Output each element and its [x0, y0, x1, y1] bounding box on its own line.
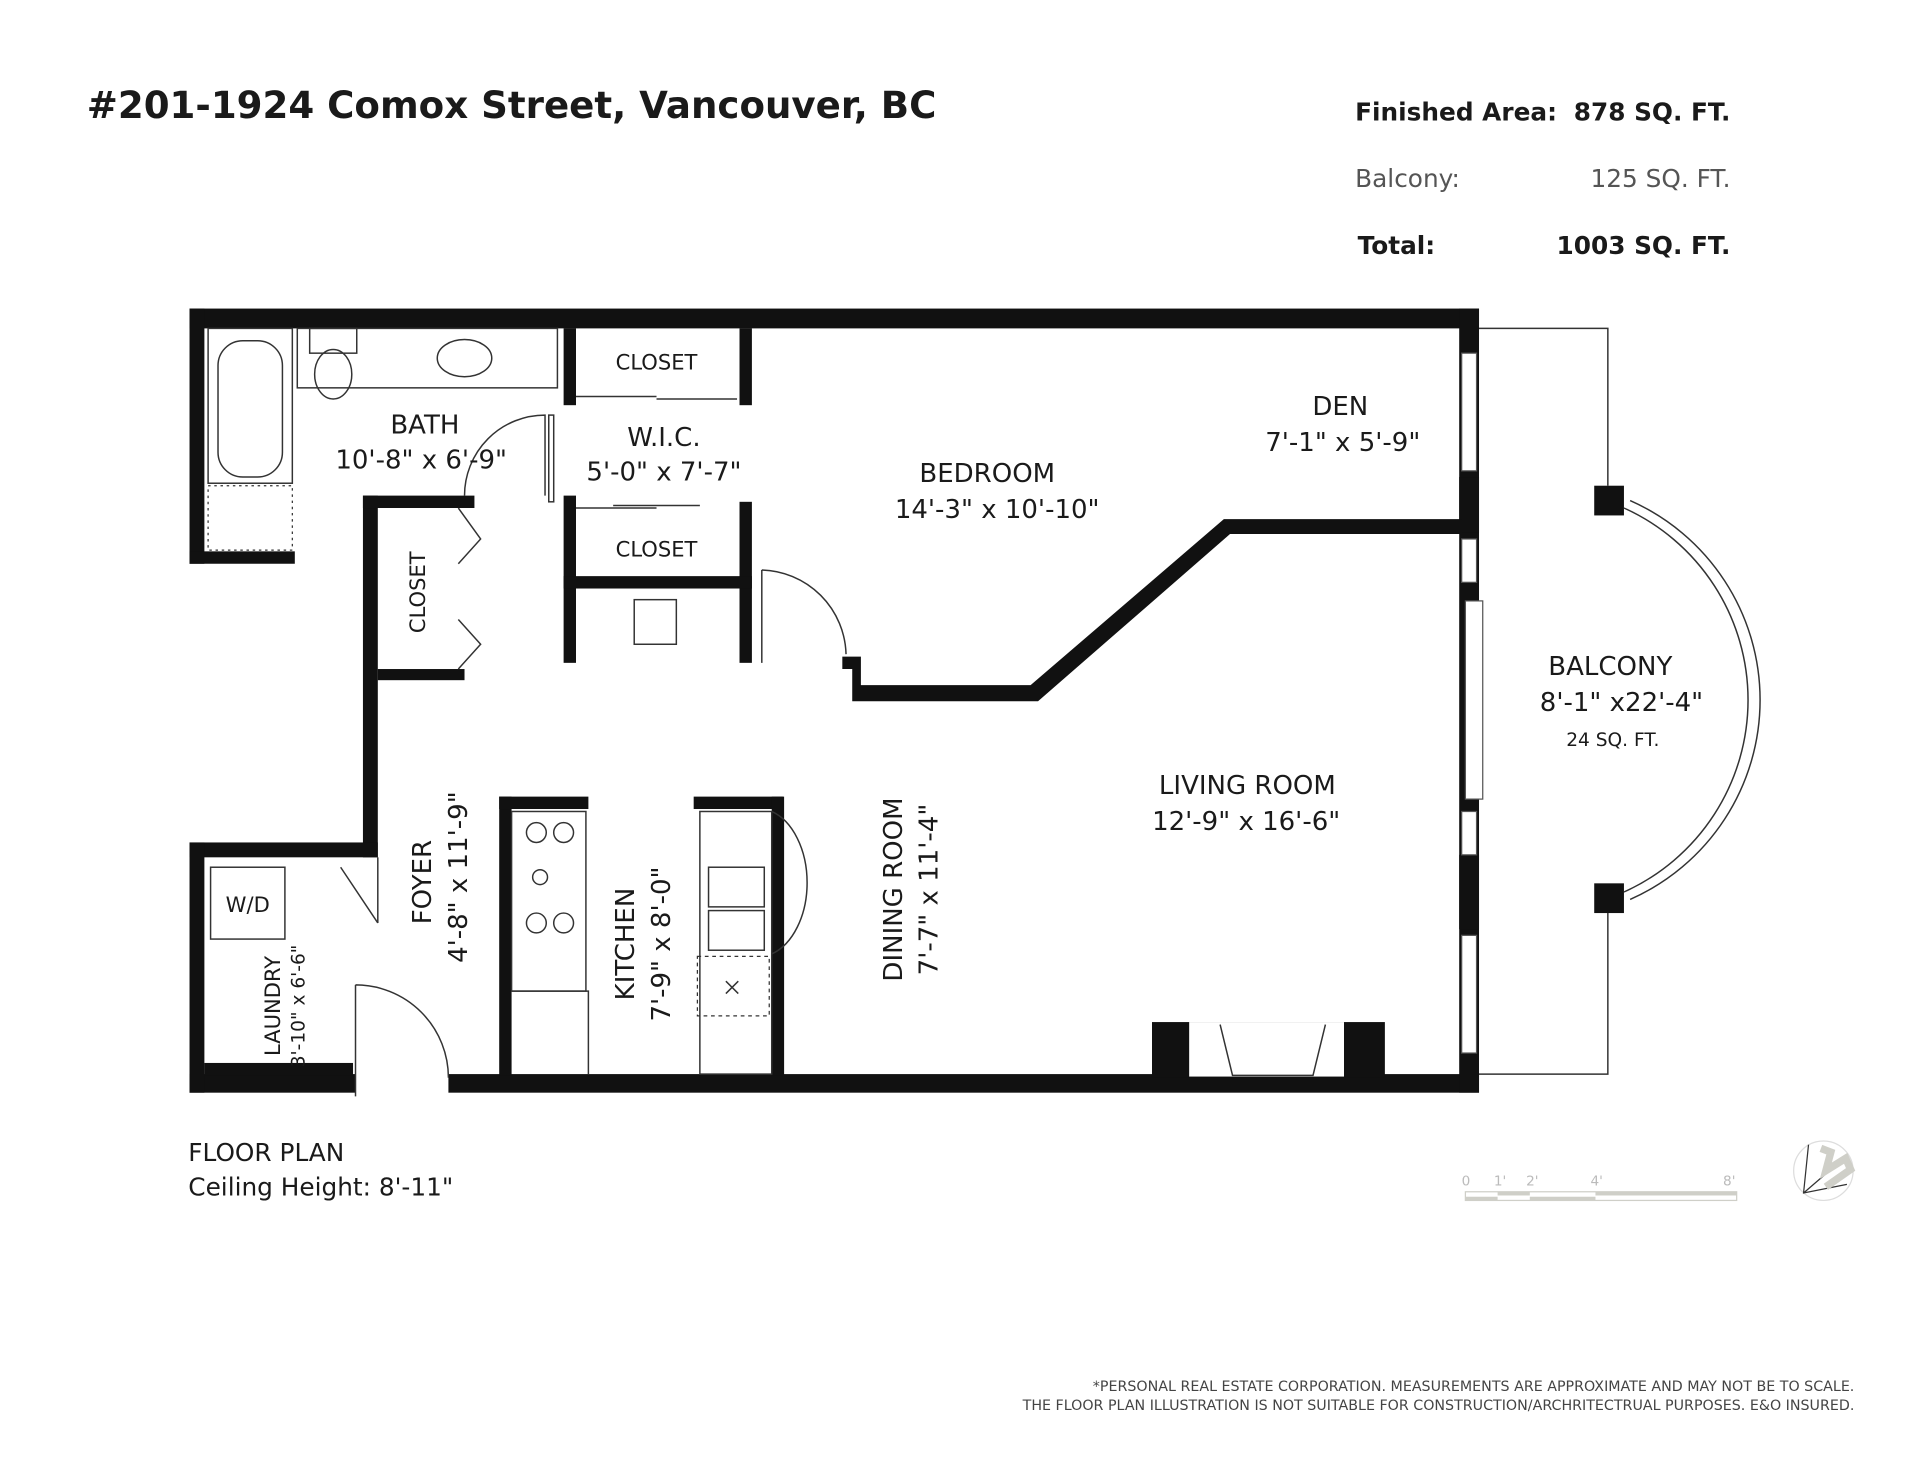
closet-top-label: CLOSET: [616, 349, 698, 374]
scale-bar: 0 1' 2' 4' 8': [1462, 1174, 1738, 1202]
ceiling-height: Ceiling Height: 8'-11": [188, 1172, 453, 1201]
bedroom-dims: 14'-3" x 10'-10": [895, 495, 1100, 525]
wic-label: W.I.C.: [627, 423, 700, 453]
total-area-value: 1003 SQ. FT.: [1557, 231, 1731, 260]
balcony-area-value: 125 SQ. FT.: [1590, 164, 1730, 193]
scale-tick-8: 8': [1723, 1174, 1735, 1190]
laundry-label: LAUNDRY: [260, 956, 285, 1056]
walls: [189, 308, 1624, 1097]
north-arrow-icon: [1793, 1140, 1856, 1202]
den-dims: 7'-1" x 5'-9": [1265, 428, 1420, 458]
foyer-dims: 4'-8" x 11'-9": [444, 791, 474, 963]
laundry-dims: 3'-10" x 6'-6": [289, 945, 310, 1068]
kitchen-label: KITCHEN: [611, 888, 641, 1001]
area-summary: Finished Area: 878 SQ. FT. Balcony: 125 …: [1355, 97, 1730, 260]
foyer-label: FOYER: [408, 840, 438, 924]
finished-area-value: 878 SQ. FT.: [1574, 97, 1731, 126]
kitchen-dims: 7'-9" x 8'-0": [647, 866, 677, 1021]
balcony-area: 24 SQ. FT.: [1566, 730, 1659, 751]
bath-label: BATH: [390, 411, 459, 441]
balcony-area-label: Balcony:: [1355, 164, 1460, 193]
living-room-label: LIVING ROOM: [1159, 771, 1336, 801]
closet-bottom-label: CLOSET: [616, 536, 698, 561]
disclaimer-line-1: *PERSONAL REAL ESTATE CORPORATION. MEASU…: [1093, 1379, 1855, 1395]
disclaimer-line-2: THE FLOOR PLAN ILLUSTRATION IS NOT SUITA…: [1022, 1398, 1855, 1414]
bath-dims: 10'-8" x 6'-9": [335, 445, 507, 475]
scale-tick-4: 4': [1591, 1174, 1603, 1190]
washer-dryer-label: W/D: [226, 892, 270, 917]
hall-closet-label: CLOSET: [405, 551, 430, 633]
bedroom-label: BEDROOM: [919, 459, 1055, 489]
room-labels: BATH 10'-8" x 6'-9" CLOSET W.I.C. 5'-0" …: [226, 349, 1703, 1067]
wic-dims: 5'-0" x 7'-7": [586, 458, 741, 488]
finished-area-label: Finished Area:: [1355, 97, 1557, 126]
scale-tick-1: 1': [1494, 1174, 1506, 1190]
floor-plan-label: FLOOR PLAN: [188, 1138, 344, 1167]
scale-tick-0: 0: [1462, 1174, 1471, 1190]
den-label: DEN: [1312, 392, 1368, 422]
listing-title: #201-1924 Comox Street, Vancouver, BC: [87, 84, 937, 127]
dining-room-label: DINING ROOM: [879, 797, 909, 981]
total-area-label: Total:: [1358, 231, 1436, 260]
scale-tick-2: 2': [1526, 1174, 1538, 1190]
balcony-label: BALCONY: [1548, 652, 1672, 682]
living-room-dims: 12'-9" x 16'-6": [1152, 807, 1340, 837]
balcony-dims: 8'-1" x22'-4": [1540, 688, 1703, 718]
fixtures: [207, 327, 1761, 1097]
dining-room-dims: 7'-7" x 11'-4": [915, 804, 945, 976]
